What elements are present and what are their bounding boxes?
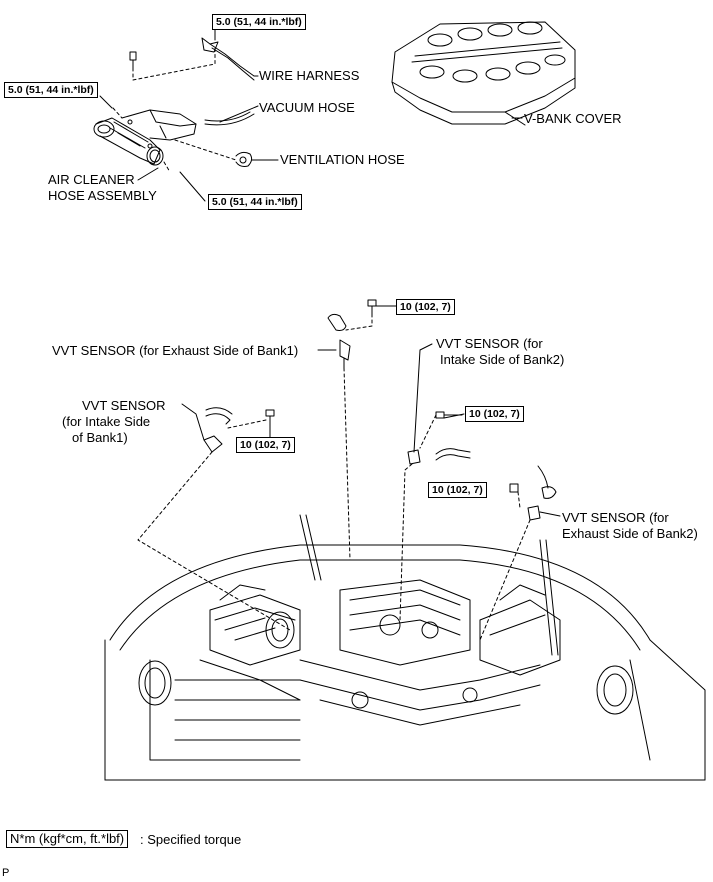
torque-vvt-intake-bank2: 10 (102, 7) (465, 406, 524, 422)
legend-torque-box: N*m (kgf*cm, ft.*lbf) (6, 830, 129, 848)
label-wire-harness: WIRE HARNESS (259, 68, 360, 83)
label-vvt-intake-bank1-line2: (for Intake Side (62, 414, 151, 429)
torque-vvt-exhaust-bank2: 10 (102, 7) (428, 482, 487, 498)
ventilation-hose-drawing (235, 151, 253, 167)
label-ventilation-hose: VENTILATION HOSE (280, 152, 405, 167)
label-vvt-exhaust-bank2-line1: VVT SENSOR (for (562, 510, 669, 525)
label-air-cleaner-line2: HOSE ASSEMBLY (48, 188, 157, 203)
torque-vvt-intake-bank1: 10 (102, 7) (236, 437, 295, 453)
label-v-bank-cover: V-BANK COVER (524, 111, 622, 126)
v-bank-cover-drawing (391, 21, 576, 126)
torque-wire-harness-bolt: 5.0 (51, 44 in.*lbf) (212, 14, 306, 30)
air-cleaner-hose-drawing (93, 109, 197, 166)
torque-vvt-exhaust-bank1: 10 (102, 7) (396, 299, 455, 315)
legend-torque-text: : Specified torque (140, 832, 242, 847)
label-vacuum-hose: VACUUM HOSE (259, 100, 355, 115)
wire-harness-clip-drawing (201, 37, 255, 81)
label-vvt-intake-bank1-line1: VVT SENSOR (82, 398, 166, 413)
engine-bay-drawing (104, 514, 706, 781)
vvt-intake-bank1-drawing (203, 407, 275, 453)
corner-code: P (2, 867, 10, 879)
label-air-cleaner-line1: AIR CLEANER (48, 172, 135, 187)
label-vvt-exhaust-bank1: VVT SENSOR (for Exhaust Side of Bank1) (52, 343, 299, 358)
vvt-intake-bank2-drawing (407, 411, 471, 465)
vvt-exhaust-bank2-drawing (509, 465, 557, 521)
label-vvt-exhaust-bank2-line2: Exhaust Side of Bank2) (562, 526, 698, 541)
vvt-exhaust-bank1-drawing (327, 299, 377, 369)
torque-air-cleaner-left: 5.0 (51, 44 in.*lbf) (4, 82, 98, 98)
torque-air-cleaner-lower: 5.0 (51, 44 in.*lbf) (208, 194, 302, 210)
label-vvt-intake-bank2-line2: Intake Side of Bank2) (440, 352, 565, 367)
bolt-top-drawing (129, 51, 137, 69)
label-vvt-intake-bank1-line3: of Bank1) (72, 430, 128, 445)
label-vvt-intake-bank2-line1: VVT SENSOR (for (436, 336, 543, 351)
vacuum-hose-drawing (204, 111, 251, 122)
